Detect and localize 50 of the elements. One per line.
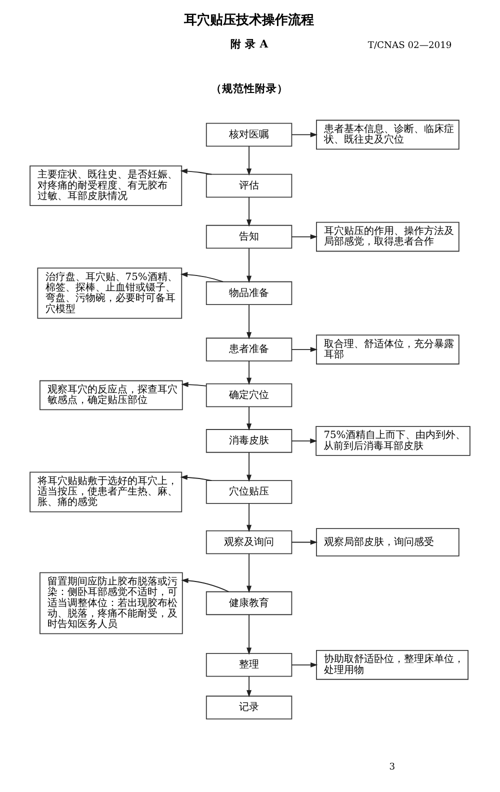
- node-box: 健康教育: [206, 591, 292, 616]
- node-box: 协助取舒适卧位，整理床单位，处理用物: [316, 650, 468, 680]
- arrow: [246, 614, 252, 655]
- arrow: [291, 347, 318, 352]
- node-box: 患者基本信息、诊断、临床症状、既往史及穴位: [316, 120, 460, 150]
- node-box: 75%酒精自上而下、由内到外、从前到后消毒耳部皮肤: [316, 426, 470, 456]
- label: 附 录 A: [230, 38, 268, 51]
- arrow: [180, 168, 212, 175]
- arrow: [246, 553, 252, 593]
- node-box: 耳穴贴压的作用、操作方法及局部感觉，取得患者合作: [316, 222, 460, 252]
- node-box: 核对医嘱: [206, 122, 292, 147]
- arrow: [246, 248, 252, 283]
- node-box: 取合理、舒适体位，充分暴露耳部: [316, 334, 460, 364]
- node-box: 记录: [206, 696, 292, 720]
- arrow: [291, 132, 318, 138]
- arrow: [181, 578, 230, 592]
- node-box: 观察局部皮肤，询问感受: [316, 528, 460, 556]
- arrow: [246, 360, 252, 385]
- node-box: 确定穴位: [206, 383, 292, 408]
- arrow: [246, 676, 252, 698]
- label: 3: [389, 762, 396, 772]
- node-box: 留置期间应防止胶布脱落或污染：侧卧耳部感觉不适时，可适当调整体位：若出现胶布松动、脱落，疼痛不能耐受，及时告知医务人员: [40, 572, 183, 634]
- arrow: [291, 662, 318, 668]
- diagram-title: 耳穴贴压技术操作流程: [184, 12, 314, 28]
- node-box: 主要症状、既往史、是否妊娠、对疼痛的耐受程度、有无胶布过敏、耳部皮肤情况: [30, 166, 182, 206]
- arrow: [246, 452, 252, 482]
- arrow: [246, 406, 252, 431]
- node-box: 告知: [206, 224, 292, 249]
- node-box: 观察耳穴的反应点，探查耳穴敏感点，确定贴压部位: [40, 380, 183, 410]
- arrow: [291, 234, 318, 240]
- arrow: [246, 304, 252, 340]
- node-box: 穴位贴压: [206, 480, 292, 504]
- arrow: [291, 438, 318, 444]
- node-box: 评估: [206, 174, 292, 198]
- node-box: 患者准备: [206, 338, 292, 362]
- arrow: [180, 474, 212, 481]
- node-box: 观察及询问: [206, 530, 292, 554]
- node-box: 消毒皮肤: [206, 429, 292, 453]
- node-box: 将耳穴贴贴敷于选好的耳穴上，适当按压，使患者产生热、麻、胀、痛的感觉: [30, 472, 182, 512]
- arrow: [246, 146, 252, 176]
- node-box: 物品准备: [206, 281, 292, 306]
- arrow: [246, 196, 252, 227]
- arrow: [246, 503, 252, 532]
- label: （规范性附录）: [210, 82, 288, 95]
- arrow: [180, 272, 224, 282]
- arrow: [291, 540, 318, 545]
- node-box: 整理: [206, 653, 292, 677]
- label: T/CNAS 02—2019: [368, 40, 452, 51]
- arrow: [181, 382, 207, 388]
- node-box: 治疗盘、耳穴贴、75%酒精、棉签、探棒、止血钳或镊子、弯盘、污物碗，必要时可备耳穴模型: [37, 268, 182, 319]
